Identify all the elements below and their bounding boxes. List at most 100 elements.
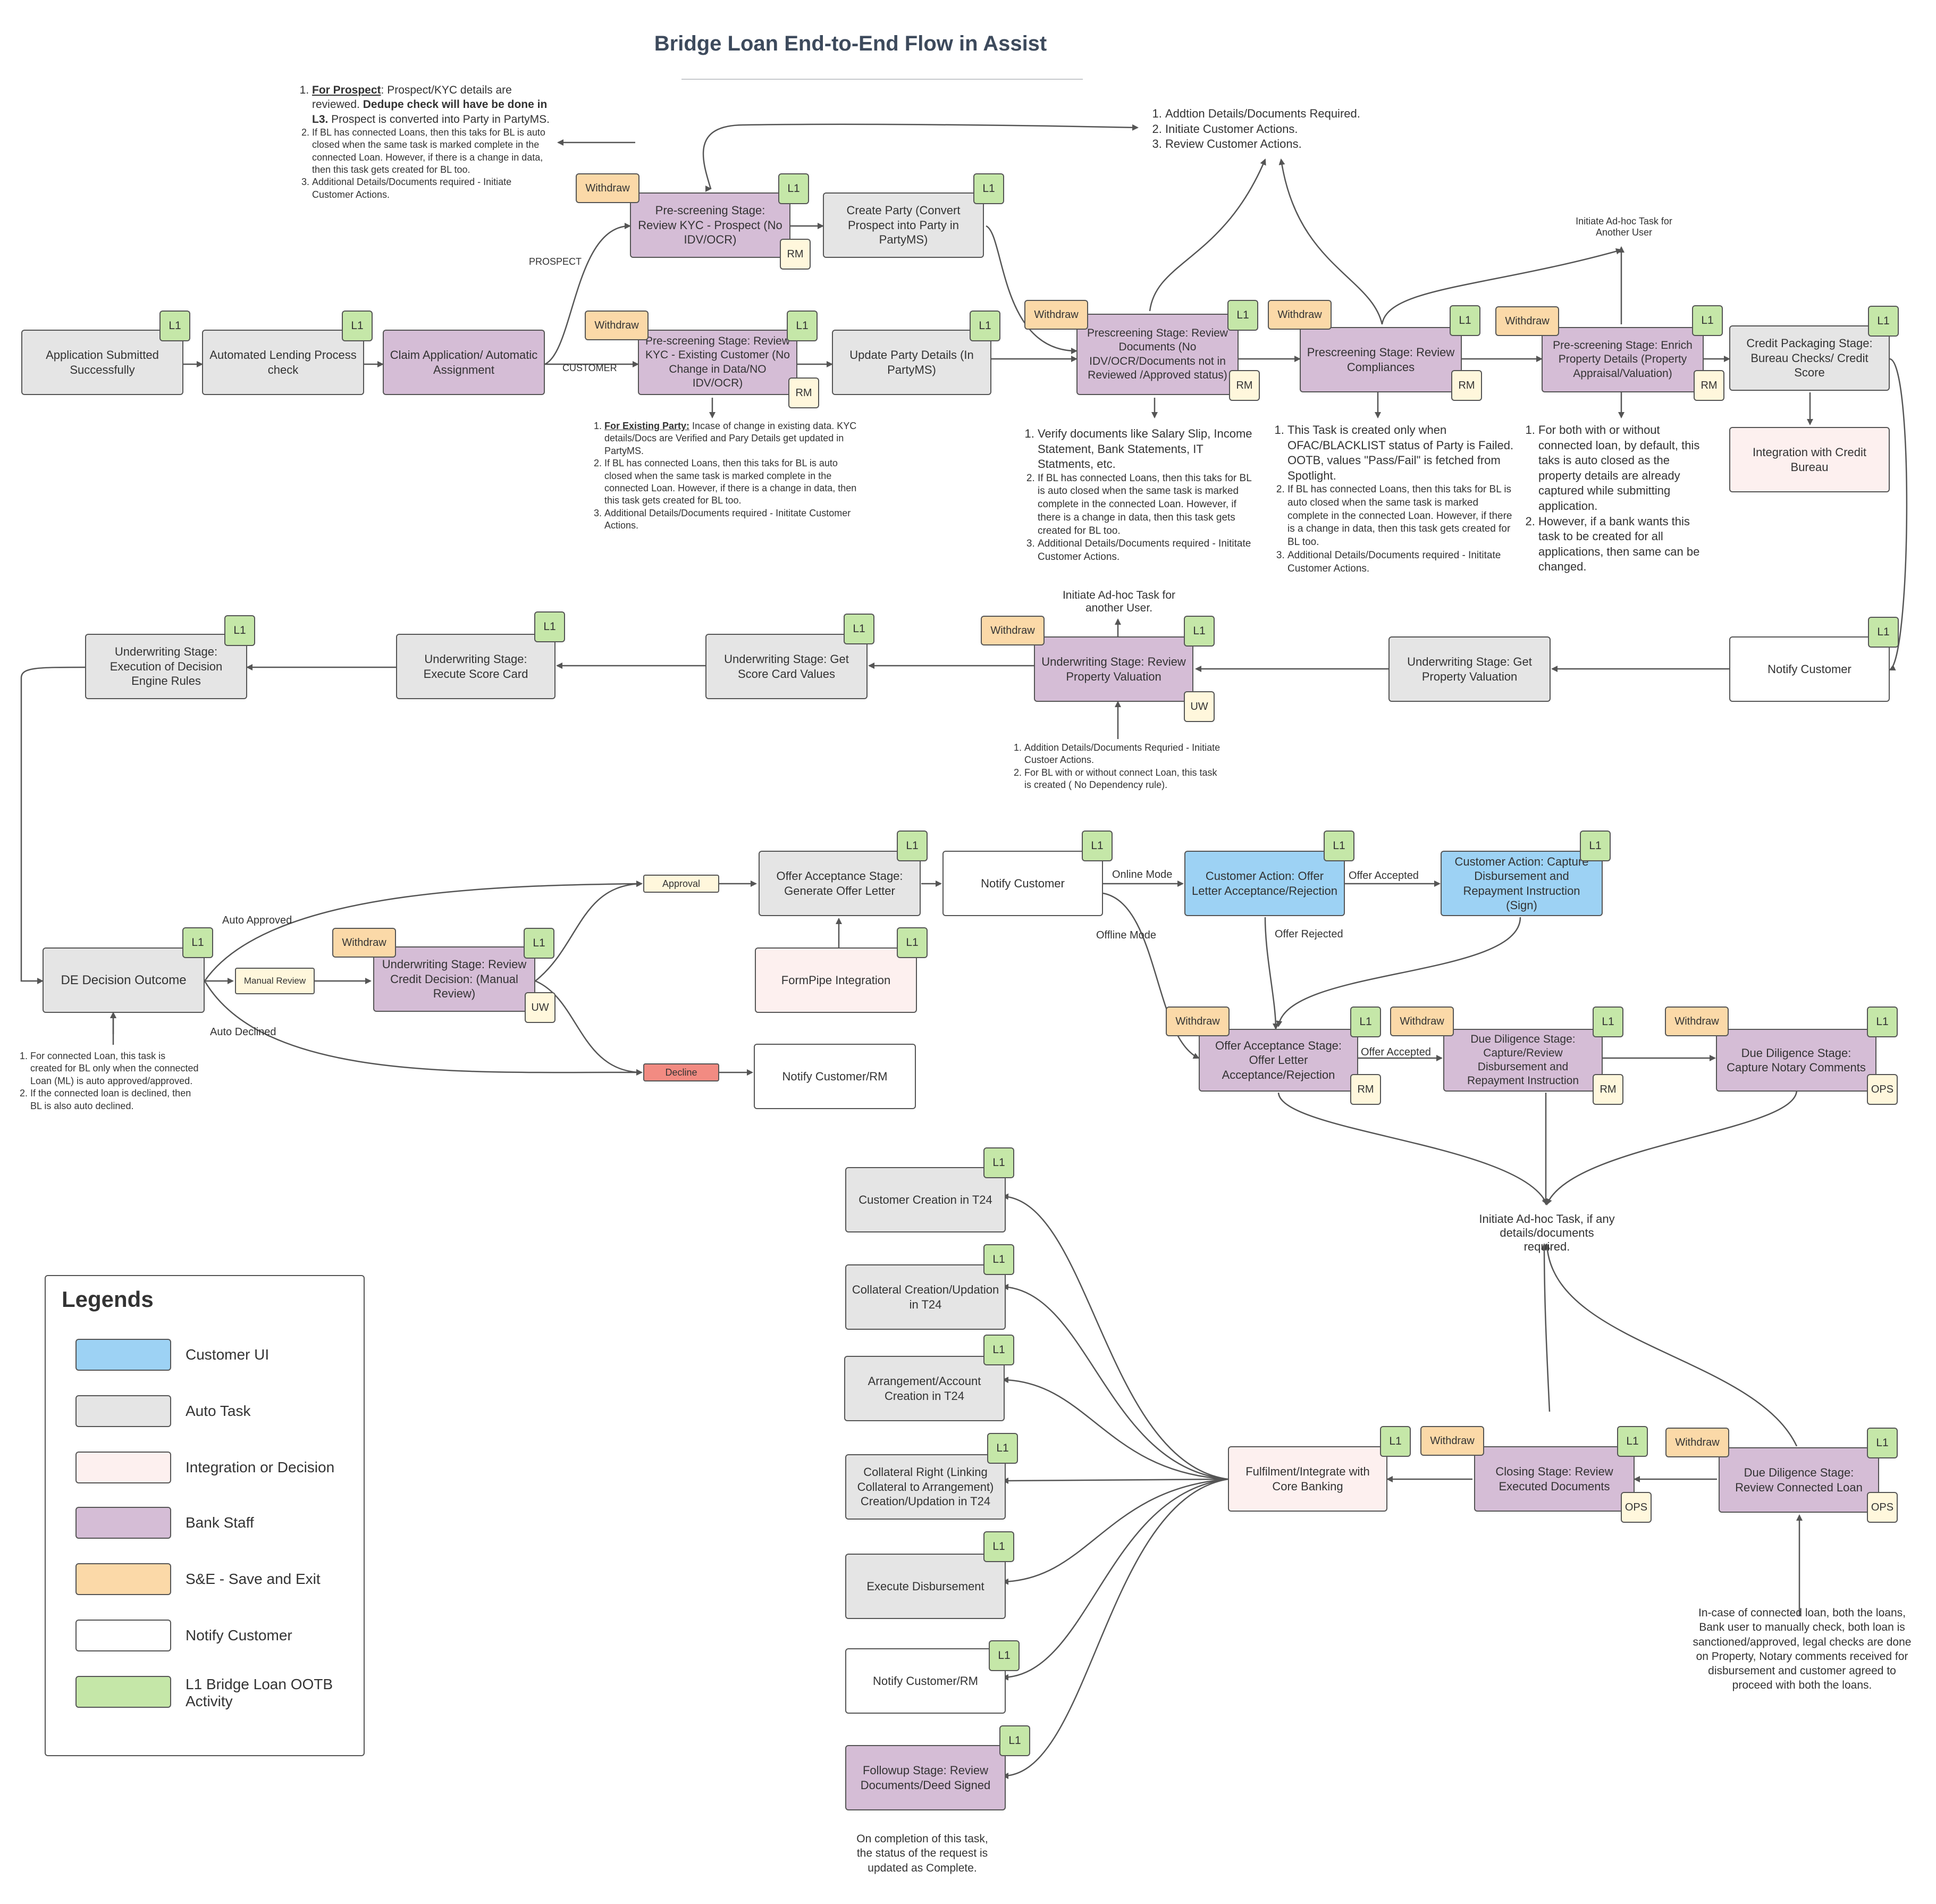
l1-badge: L1	[1350, 1006, 1381, 1037]
uw-badge: UW	[1184, 691, 1215, 722]
l1-badge: L1	[1324, 831, 1354, 861]
node-application-submitted: Application Submitted Successfully	[21, 330, 183, 395]
legend-label: S&E - Save and Exit	[186, 1571, 321, 1587]
l1-badge: L1	[897, 831, 928, 861]
legend-swatch	[75, 1339, 171, 1371]
note-item: Additional Details/Documents required - …	[1287, 549, 1515, 575]
note-item: Additional Details/Documents required - …	[1038, 538, 1260, 564]
note-item: Additional Details/Documents required - …	[312, 176, 555, 201]
l1-badge: L1	[989, 1640, 1020, 1671]
node-automated-lending: Automated Lending Process check	[202, 330, 364, 395]
legend-swatch	[75, 1452, 171, 1483]
note-connected-loan: In-case of connected loan, both the loan…	[1693, 1607, 1912, 1692]
l1-badge: L1	[342, 311, 373, 341]
rm-badge: RM	[1694, 370, 1724, 401]
rm-badge: RM	[1229, 370, 1260, 401]
note-review-documents: Verify documents like Salary Slip, Incom…	[1026, 426, 1260, 564]
withdraw-badge: Withdraw	[576, 173, 639, 203]
legend-label: Bank Staff	[186, 1514, 254, 1531]
l1-badge: L1	[524, 928, 554, 959]
rm-badge: RM	[1350, 1074, 1381, 1105]
l1-badge: L1	[1617, 1426, 1648, 1457]
note-item: For Prospect: Prospect/KYC details are r…	[312, 83, 555, 127]
node-customer-creation: Customer Creation in T24	[845, 1167, 1006, 1232]
note-review-compliances: This Task is created only when OFAC/BLAC…	[1276, 423, 1515, 575]
l1-badge: L1	[1580, 831, 1611, 861]
rm-badge: RM	[780, 239, 811, 270]
edge-label-offer-accepted-2: Offer Accepted	[1361, 1046, 1431, 1058]
pill-decline: Decline	[643, 1063, 719, 1081]
adhoc-label-another-user: Initiate Ad-hoc Task for Another User	[1576, 216, 1672, 238]
l1-badge: L1	[1867, 1428, 1898, 1458]
note-de-outcome: For connected Loan, this task is created…	[19, 1050, 199, 1112]
rm-badge: RM	[788, 378, 819, 408]
node-generate-offer: Offer Acceptance Stage: Generate Offer L…	[759, 851, 921, 916]
legend-swatch	[75, 1507, 171, 1539]
node-kyc-existing: Pre-screening Stage: Review KYC - Existi…	[638, 330, 797, 395]
legend-panel: Legends Customer UI Auto Task Integratio…	[45, 1275, 365, 1756]
note-completion: On completion of this task, the status o…	[856, 1833, 988, 1874]
l1-badge: L1	[224, 615, 255, 646]
l1-badge: L1	[983, 1335, 1014, 1365]
l1-badge: L1	[844, 614, 874, 644]
note-item: For BL with or without connect Loan, thi…	[1024, 767, 1225, 792]
legend-label: Customer UI	[186, 1346, 270, 1363]
l1-badge: L1	[983, 1147, 1014, 1178]
legend-label: Notify Customer	[186, 1627, 292, 1643]
diagram-title: Bridge Loan End-to-End Flow in Assist	[654, 32, 1047, 55]
node-collateral-creation: Collateral Creation/Updation in T24	[845, 1264, 1006, 1330]
withdraw-badge: Withdraw	[1665, 1006, 1729, 1036]
withdraw-badge: Withdraw	[1495, 306, 1559, 336]
withdraw-badge: Withdraw	[585, 311, 649, 340]
l1-badge: L1	[1868, 306, 1899, 337]
edge-label-auto-approved: Auto Approved	[222, 915, 292, 926]
edge-label-offer-accepted-1: Offer Accepted	[1349, 870, 1419, 882]
edge-label-auto-declined: Auto Declined	[210, 1026, 276, 1038]
title-underline	[681, 79, 1083, 80]
legend-label: L1 Bridge Loan OOTB Activity	[186, 1676, 333, 1710]
edge-label-prospect: PROSPECT	[529, 256, 582, 267]
edge-label-offer-rejected: Offer Rejected	[1275, 928, 1343, 940]
node-review-documents: Prescreening Stage: Review Documents (No…	[1076, 314, 1239, 395]
l1-badge: L1	[182, 927, 213, 958]
edge-label-offline-mode: Offline Mode	[1096, 929, 1157, 941]
node-execute-disbursement: Execute Disbursement	[845, 1554, 1006, 1619]
adhoc-label-another-user-2: Initiate Ad-hoc Task for another User.	[1062, 589, 1176, 614]
node-credit-decision: Underwriting Stage: Review Credit Decisi…	[373, 946, 535, 1012]
ops-badge: OPS	[1621, 1492, 1652, 1523]
edge-label-customer: CUSTOMER	[562, 363, 617, 373]
note-prospect: For Prospect: Prospect/KYC details are r…	[300, 83, 555, 201]
l1-badge: L1	[1692, 305, 1723, 336]
node-de-outcome: DE Decision Outcome	[43, 947, 205, 1013]
withdraw-badge: Withdraw	[332, 928, 396, 958]
note-item: If BL has connected Loans, then this tak…	[1038, 472, 1260, 538]
node-credit-bureau: Integration with Credit Bureau	[1729, 427, 1890, 492]
node-arrangement: Arrangement/Account Creation in T24	[844, 1356, 1005, 1421]
legend-swatch	[75, 1620, 171, 1651]
note-item: This Task is created only when OFAC/BLAC…	[1287, 423, 1515, 483]
note-item: Review Customer Actions.	[1165, 137, 1409, 152]
l1-badge: L1	[970, 311, 1000, 341]
node-kyc-prospect: Pre-screening Stage: Review KYC - Prospe…	[630, 192, 790, 258]
node-notify-customer-rm-2: Notify Customer/RM	[845, 1648, 1006, 1714]
node-score-card-values: Underwriting Stage: Get Score Card Value…	[705, 634, 868, 699]
node-followup: Followup Stage: Review Documents/Deed Si…	[845, 1745, 1006, 1810]
edge-label-online-mode: Online Mode	[1112, 869, 1173, 880]
node-review-compliances: Prescreening Stage: Review Compliances	[1300, 327, 1462, 392]
l1-badge: L1	[159, 311, 190, 341]
l1-badge: L1	[987, 1433, 1018, 1464]
note-item: For connected Loan, this task is created…	[30, 1050, 199, 1087]
legend-label: Integration or Decision	[186, 1459, 335, 1475]
node-customer-disbursement: Customer Action: Capture Disbursement an…	[1441, 851, 1603, 916]
node-execute-score-card: Underwriting Stage: Execute Score Card	[396, 634, 555, 699]
note-item: However, if a bank wants this task to be…	[1538, 514, 1713, 575]
node-fulfilment: Fulfilment/Integrate with Core Banking	[1228, 1446, 1387, 1512]
note-top-right: Addtion Details/Documents Required. Init…	[1154, 106, 1409, 152]
note-item: Addtion Details/Documents Required.	[1165, 106, 1409, 122]
note-enrich-property: For both with or without connected loan,…	[1527, 423, 1713, 575]
l1-badge: L1	[778, 173, 809, 204]
l1-badge: L1	[983, 1244, 1014, 1275]
node-formpipe: FormPipe Integration	[755, 947, 917, 1013]
withdraw-badge: Withdraw	[1390, 1006, 1454, 1036]
